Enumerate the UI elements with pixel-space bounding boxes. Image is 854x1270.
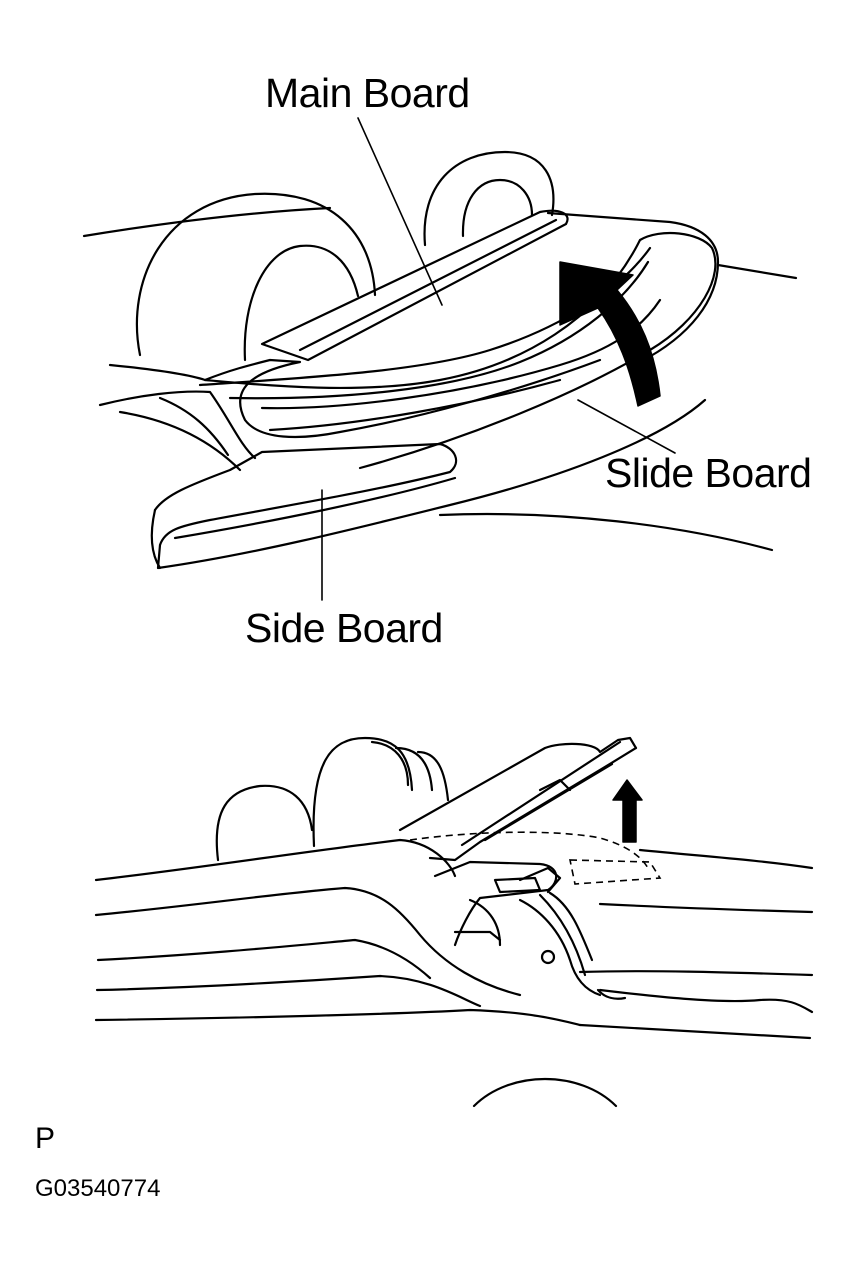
rear-seat-right — [312, 736, 414, 848]
label-main-board: Main Board — [265, 70, 470, 116]
left-headrest — [135, 192, 377, 357]
figure-code: G03540774 — [35, 1175, 161, 1202]
right-headrest — [423, 150, 555, 247]
rear-seat-left — [215, 784, 314, 862]
label-slide-board: Slide Board — [605, 450, 812, 496]
leader-slide-board — [577, 399, 676, 454]
leader-main-board — [357, 117, 443, 306]
bottom-figure — [94, 736, 814, 1108]
rotate-arrow-icon — [559, 261, 661, 407]
top-figure — [82, 117, 798, 601]
raised-board — [398, 736, 638, 862]
up-arrow-icon — [612, 779, 643, 843]
footer-mark: P — [35, 1122, 56, 1155]
side-board — [153, 398, 707, 570]
wheel-arch — [472, 1077, 618, 1108]
label-side-board: Side Board — [245, 605, 443, 651]
mechanism — [433, 860, 558, 947]
